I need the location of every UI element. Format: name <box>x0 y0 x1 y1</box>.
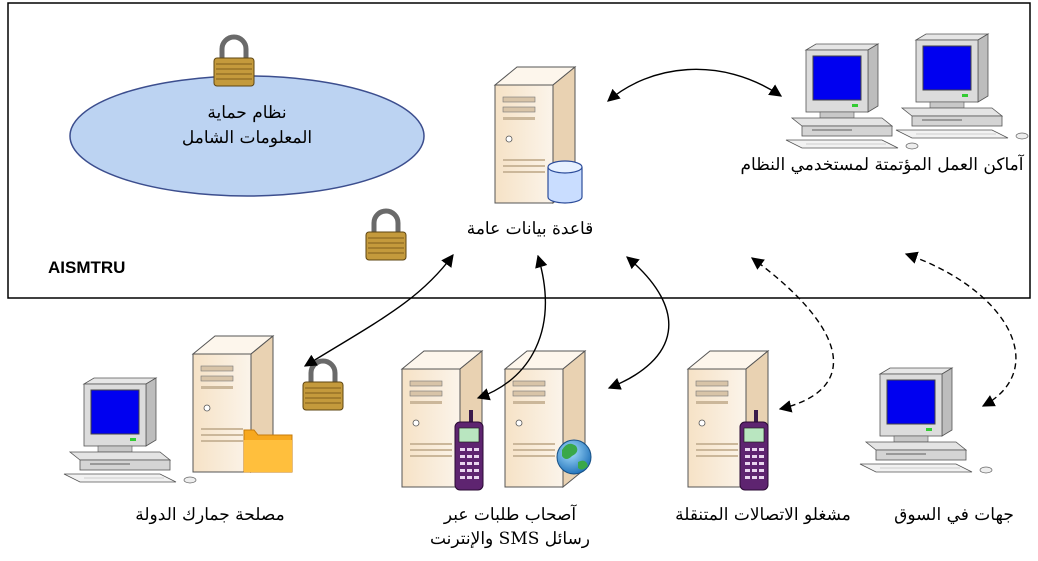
arrow-workstations-db <box>607 68 783 102</box>
padlock-icon <box>366 211 406 260</box>
mobile-operators-node <box>687 350 769 491</box>
sms-requesters-label-line2: رسائل SMS والإنترنت <box>429 529 591 549</box>
arrow-market-system <box>904 251 1017 407</box>
market-entities-computer <box>859 367 993 474</box>
central-database-server <box>494 66 583 204</box>
globe-icon <box>556 439 592 475</box>
padlock-icon <box>214 37 254 86</box>
mobile-operators-label: مشغلو الاتصالات المتنقلة <box>675 505 851 525</box>
database-icon <box>547 160 583 204</box>
security-system-label-line1: نظام حماية <box>207 103 287 123</box>
mobile-phone-icon <box>739 409 769 491</box>
security-system-label-line2: المعلومات الشامل <box>181 128 313 148</box>
folder-icon <box>243 429 293 473</box>
arrow-sms-db-left <box>476 254 548 401</box>
system-name-label: AISMTRU <box>48 258 126 277</box>
arrow-customs-db <box>303 253 454 367</box>
padlock-icon <box>303 361 343 410</box>
sms-internet-servers <box>401 350 592 491</box>
sms-requesters-label-line1: آصحاب طلبات عبر <box>443 505 577 525</box>
market-entities-label: جهات في السوق <box>894 505 1014 525</box>
customs-node <box>63 335 293 484</box>
arrow-sms-db-right <box>607 256 670 390</box>
mobile-phone-icon <box>454 409 484 491</box>
workstations-computers <box>785 33 1029 150</box>
workstations-label: آماكن العمل المؤتمتة لمستخدمي النظام <box>740 155 1024 175</box>
central-db-label: قاعدة بيانات عامة <box>466 219 594 239</box>
arrow-operators-system <box>750 257 835 413</box>
customs-label: مصلحة جمارك الدولة <box>135 505 285 525</box>
